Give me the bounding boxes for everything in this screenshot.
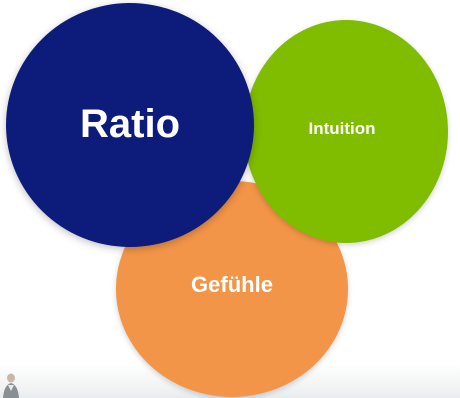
ratio-label: Ratio (80, 101, 180, 146)
person-figure-image (3, 373, 19, 398)
gefuehle-label: Gefühle (191, 272, 273, 297)
intuition-label: Intuition (308, 118, 376, 138)
ratio-circle: Ratio (6, 3, 254, 247)
intuition-circle: Intuition (244, 20, 448, 243)
